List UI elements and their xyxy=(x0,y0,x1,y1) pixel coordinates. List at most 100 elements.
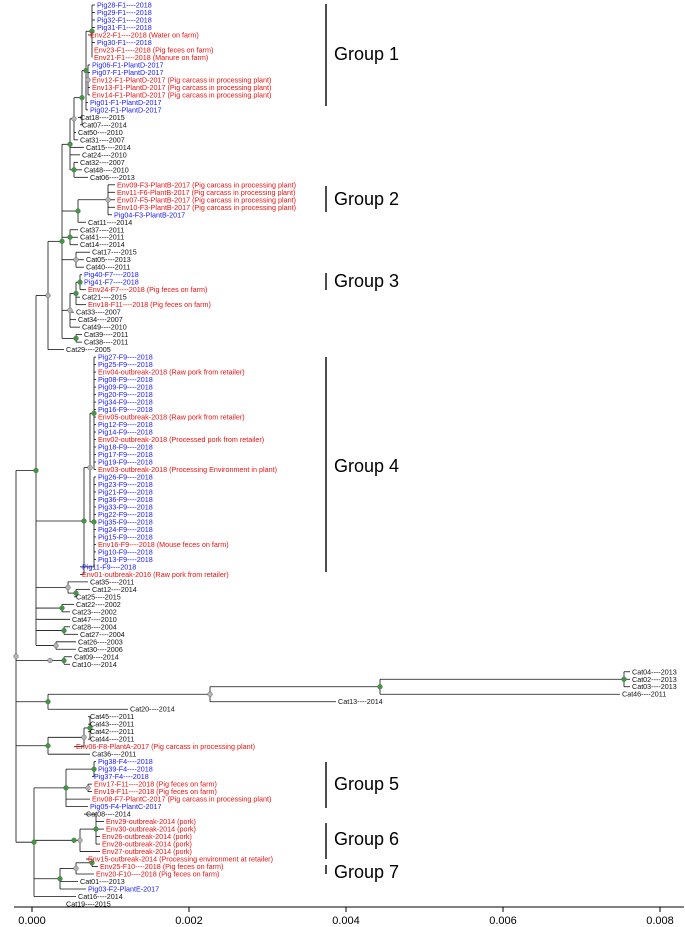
bootstrap-node xyxy=(67,141,73,147)
axis-tick-label: 0.008 xyxy=(646,915,674,927)
axis-tick-label: 0.006 xyxy=(489,915,517,927)
leaf-label: Cat27----2004 xyxy=(80,630,125,639)
leaf-label: Pig26-F9----2018 xyxy=(98,472,153,481)
leaf-label: Cat14----2014 xyxy=(80,240,125,249)
leaf-label: Cat18----2015 xyxy=(80,113,125,122)
axis-tick-label: 0.002 xyxy=(175,915,203,927)
bootstrap-node xyxy=(85,785,91,791)
leaf-label: Env05-outbreak-2018 (Raw pork from retai… xyxy=(98,413,245,422)
tree-nodes xyxy=(13,28,627,882)
leaf-label: Cat44----2011 xyxy=(90,735,134,744)
leaf-label: Env10-F3-PlantB-2017 (Pig carcass in pro… xyxy=(117,203,296,212)
leaf-label: Pig01-F1-PlantD-2017 xyxy=(90,98,162,107)
bootstrap-node xyxy=(73,290,79,297)
leaf-label: Pig15-F9----2018 xyxy=(98,532,153,541)
leaf-label: Cat11----2014 xyxy=(88,218,132,227)
leaf-label: Env28-outbreak-2014 (pork) xyxy=(102,840,192,849)
bootstrap-node xyxy=(61,657,67,664)
leaf-label: Env18-F11----2018 (Pig feces on farm) xyxy=(88,300,211,309)
bootstrap-node xyxy=(105,197,111,203)
bootstrap-node xyxy=(87,725,93,731)
bootstrap-node xyxy=(91,766,97,772)
leaf-label: Env03-outbreak-2018 (Processing Environm… xyxy=(98,465,277,474)
bootstrap-node xyxy=(71,167,77,173)
leaf-label: Cat39----2011 xyxy=(84,330,128,339)
leaf-label: Pig39-F4----2018 xyxy=(98,765,153,774)
leaf-label: Pig22-F9----2018 xyxy=(98,510,153,519)
leaf-label: Cat01----2013 xyxy=(80,877,125,886)
bootstrap-node xyxy=(67,234,73,240)
leaf-label: Pig29-F1----2018 xyxy=(97,8,152,17)
leaf-label: Pig33-F9----2018 xyxy=(98,502,153,511)
bootstrap-node xyxy=(79,95,85,101)
leaf-label: Pig14-F9----2018 xyxy=(98,428,153,437)
leaf-label: Cat25----2015 xyxy=(76,592,121,601)
leaf-label: Env01-outbreak-2016 (Raw pork from retai… xyxy=(82,570,229,579)
leaf-label: Cat24----2010 xyxy=(82,150,127,159)
leaf-label: Env24-F7----2018 (Pig feces on farm) xyxy=(88,285,207,294)
bootstrap-node xyxy=(207,691,213,697)
bootstrap-node xyxy=(77,837,83,843)
bootstrap-node xyxy=(83,67,89,74)
leaf-label: Pig23-F9----2018 xyxy=(98,480,153,489)
leaf-label: Env02-outbreak-2018 (Processed pork from… xyxy=(98,435,264,444)
leaf-label: Pig41-F7----2018 xyxy=(84,278,139,287)
leaf-label: Cat22----2002 xyxy=(76,600,121,609)
leaf-label: Cat49----2010 xyxy=(82,323,127,332)
bootstrap-node xyxy=(87,465,93,471)
leaf-label: Env09-F3-PlantB-2017 (Pig carcass in pro… xyxy=(117,180,296,189)
bootstrap-node xyxy=(63,785,69,791)
leaf-label: Pig11-F9----2018 xyxy=(82,562,136,571)
leaf-label: Cat03----2013 xyxy=(632,682,677,691)
leaf-label: Pig18-F9----2018 xyxy=(98,443,153,452)
leaf-label: Pig08-F9----2018 xyxy=(98,375,153,384)
leaf-label: Cat41----2011 xyxy=(80,233,124,242)
leaf-label: Pig03-F2-PlantE-2017 xyxy=(88,885,159,894)
bootstrap-node xyxy=(45,743,51,749)
bootstrap-node xyxy=(45,699,51,705)
leaf-label: Env15-outbreak-2014 (Processing environm… xyxy=(88,855,273,864)
bootstrap-node xyxy=(71,116,77,122)
bootstrap-node xyxy=(81,734,87,740)
leaf-label: Cat33----2007 xyxy=(76,308,121,317)
leaf-label: Pig17-F9----2018 xyxy=(98,450,153,459)
leaf-label: Cat45----2011 xyxy=(90,712,134,721)
leaf-label: Cat04----2013 xyxy=(632,667,677,676)
leaf-label: Cat37----2011 xyxy=(80,225,124,234)
leaf-label: Env16-F9----2018 (Mouse feces on farm) xyxy=(98,540,229,549)
leaf-label: Env26-outbreak-2014 (pork) xyxy=(102,832,192,841)
leaf-label: Cat10----2014 xyxy=(72,660,117,669)
leaf-label: Cat47----2010 xyxy=(72,615,117,624)
bootstrap-node xyxy=(13,653,19,659)
bootstrap-node xyxy=(59,605,65,611)
leaf-label: Pig02-F1-PlantD-2017 xyxy=(90,105,162,114)
bootstrap-node xyxy=(31,839,37,845)
bootstrap-node xyxy=(85,77,91,83)
bootstrap-node xyxy=(77,279,83,285)
leaf-label: Pig13-F9----2018 xyxy=(98,555,153,564)
bootstrap-node xyxy=(89,860,95,866)
leaf-label: Env20-F10----2018 (Pig feces on farm) xyxy=(96,870,219,879)
leaf-label: Cat32----2007 xyxy=(80,158,125,167)
bootstrap-node xyxy=(61,627,67,634)
bootstrap-node xyxy=(81,518,87,524)
leaf-label: Cat48----2010 xyxy=(84,165,129,174)
leaf-label: Pig06-F1-PlantD-2017 xyxy=(92,60,164,69)
leaf-label: Cat20----2014 xyxy=(130,705,175,714)
leaf-label: Pig40-F7----2018 xyxy=(84,270,139,279)
leaf-label: Pig35-F9----2018 xyxy=(98,517,153,526)
leaf-labels: Pig28-F1----2018Pig29-F1----2018Pig32-F1… xyxy=(66,1,677,909)
leaf-label: Pig30-F1----2018 xyxy=(97,38,152,47)
bootstrap-node xyxy=(91,410,97,416)
bootstrap-node xyxy=(621,676,627,682)
group-label: Group 5 xyxy=(334,774,399,794)
leaf-label: Env27-outbreak-2014 (pork) xyxy=(102,847,192,856)
leaf-label: Cat30----2006 xyxy=(78,645,123,654)
bootstrap-node xyxy=(89,28,95,34)
leaf-label: Pig09-F9----2018 xyxy=(98,383,153,392)
leaf-label: Cat40----2011 xyxy=(86,263,130,272)
leaf-label: Cat43----2011 xyxy=(90,720,134,729)
